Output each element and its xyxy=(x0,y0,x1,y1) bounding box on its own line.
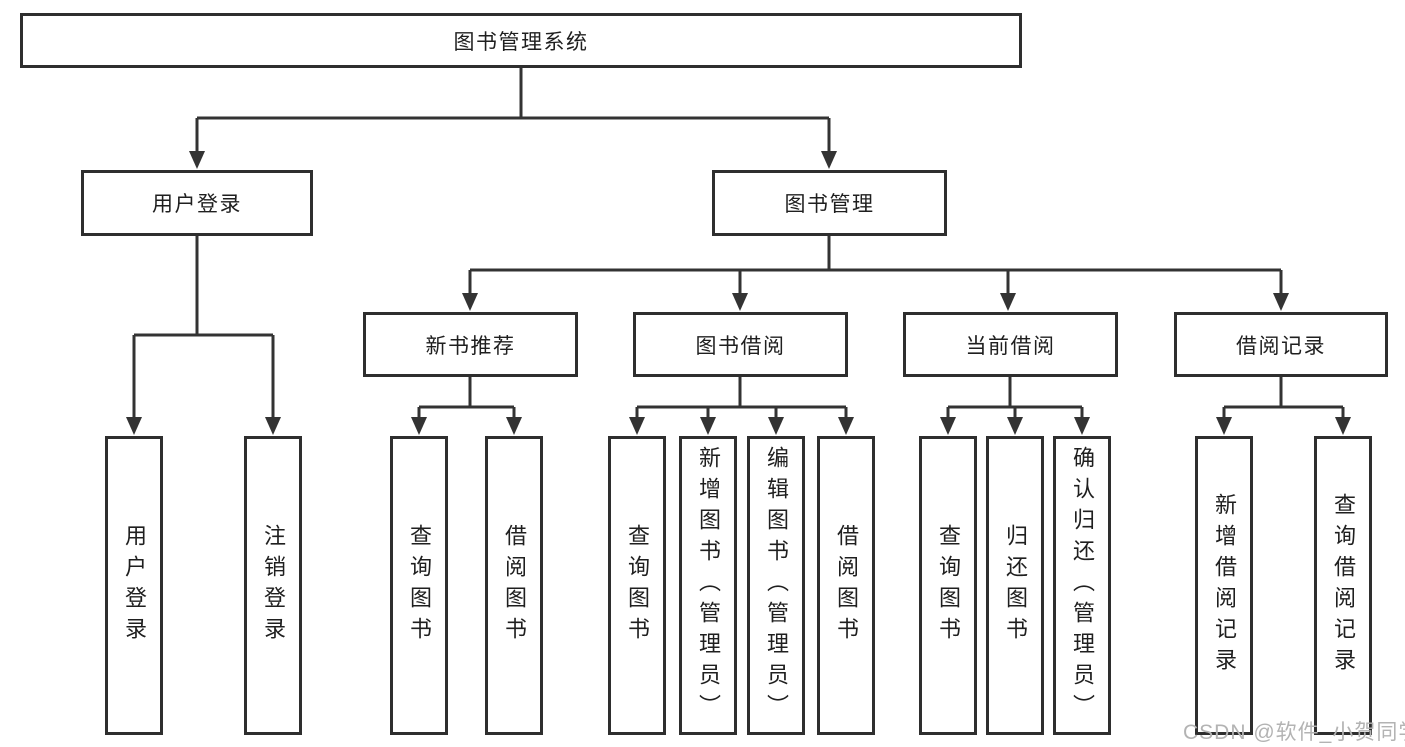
csdn-watermark: CSDN @软件_小贺同学 xyxy=(1183,721,1405,744)
leaf-label: 查询图书 xyxy=(936,523,961,648)
leaf-label: 查询图书 xyxy=(625,523,650,648)
node-label: 借阅记录 xyxy=(1236,334,1326,358)
leaf-query-books: 查询图书 xyxy=(390,436,448,735)
leaf-label: 借阅图书 xyxy=(502,523,527,648)
leaf-add-borrow-record: 新增借阅记录 xyxy=(1195,436,1253,735)
leaf-label: 注销登录 xyxy=(261,523,286,648)
leaf-query-books: 查询图书 xyxy=(608,436,666,735)
leaf-logout: 注销登录 xyxy=(244,436,302,735)
leaf-query-borrow-record: 查询借阅记录 xyxy=(1314,436,1372,735)
leaf-label: 新增借阅记录 xyxy=(1212,492,1237,679)
node-user-login: 用户登录 xyxy=(81,170,313,236)
node-current-borrowing: 当前借阅 xyxy=(903,312,1118,377)
node-label: 图书借阅 xyxy=(695,334,786,358)
node-label: 图书管理系统 xyxy=(453,30,589,54)
node-book-borrowing: 图书借阅 xyxy=(633,312,848,377)
leaf-user-login: 用户登录 xyxy=(105,436,163,735)
leaf-edit-books-admin: 编辑图书（管理员） xyxy=(747,436,805,735)
node-new-book-recommend: 新书推荐 xyxy=(363,312,578,377)
node-book-management: 图书管理 xyxy=(712,170,947,236)
leaf-query-books: 查询图书 xyxy=(919,436,977,735)
leaf-borrow-books: 借阅图书 xyxy=(485,436,543,735)
node-label: 新书推荐 xyxy=(425,334,516,358)
leaf-label: 新增图书（管理员） xyxy=(696,446,721,725)
leaf-label: 借阅图书 xyxy=(834,523,859,648)
leaf-confirm-return-admin: 确认归还（管理员） xyxy=(1053,436,1111,735)
leaf-borrow-books: 借阅图书 xyxy=(817,436,875,735)
leaf-label: 查询图书 xyxy=(407,523,432,648)
leaf-label: 查询借阅记录 xyxy=(1331,492,1356,679)
leaf-add-books-admin: 新增图书（管理员） xyxy=(679,436,737,735)
node-label: 用户登录 xyxy=(152,193,242,216)
leaf-return-books: 归还图书 xyxy=(986,436,1044,735)
node-label: 当前借阅 xyxy=(965,334,1056,358)
node-borrow-records: 借阅记录 xyxy=(1174,312,1388,377)
leaf-label: 确认归还（管理员） xyxy=(1070,446,1095,725)
node-label: 图书管理 xyxy=(784,193,875,216)
leaf-label: 用户登录 xyxy=(122,523,147,648)
node-library-management-system: 图书管理系统 xyxy=(20,13,1022,68)
leaf-label: 编辑图书（管理员） xyxy=(764,446,789,725)
leaf-label: 归还图书 xyxy=(1003,523,1028,648)
